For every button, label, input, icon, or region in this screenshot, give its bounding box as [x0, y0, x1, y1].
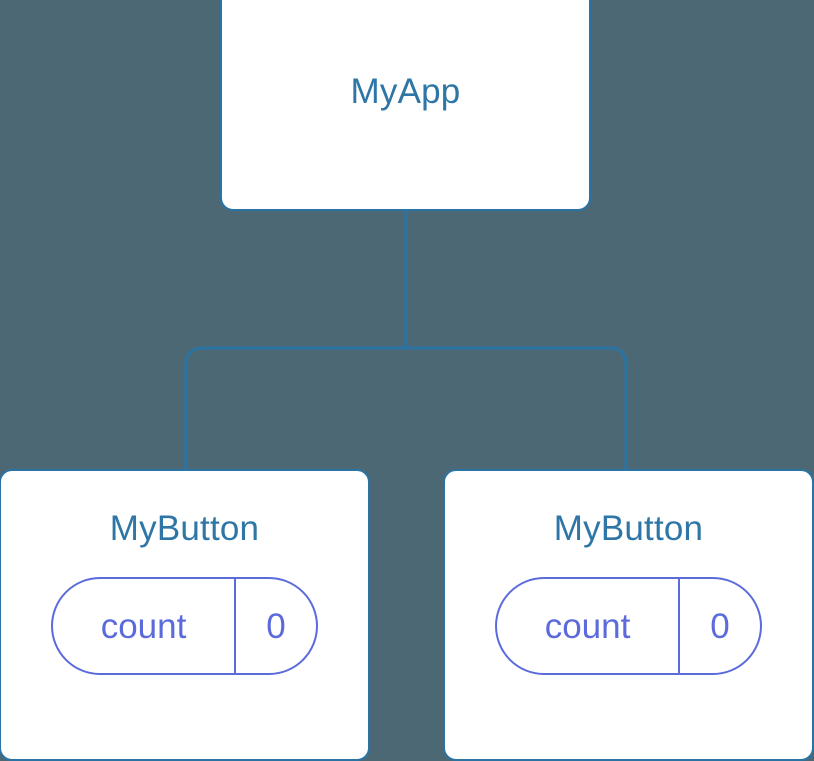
node-mybutton-right[interactable]: MyButton count 0 [443, 469, 814, 761]
state-pill[interactable]: count 0 [51, 577, 318, 675]
node-title: MyButton [109, 509, 260, 548]
state-key: count [53, 579, 236, 673]
connector-branch [184, 346, 628, 469]
node-myapp[interactable]: MyApp [220, 0, 591, 211]
state-key: count [497, 579, 680, 673]
state-value: 0 [266, 606, 286, 646]
node-title: MyApp [350, 72, 461, 111]
node-mybutton-left[interactable]: MyButton count 0 [0, 469, 370, 761]
state-value: 0 [710, 606, 730, 646]
state-pill[interactable]: count 0 [495, 577, 762, 675]
node-title: MyButton [553, 509, 704, 548]
